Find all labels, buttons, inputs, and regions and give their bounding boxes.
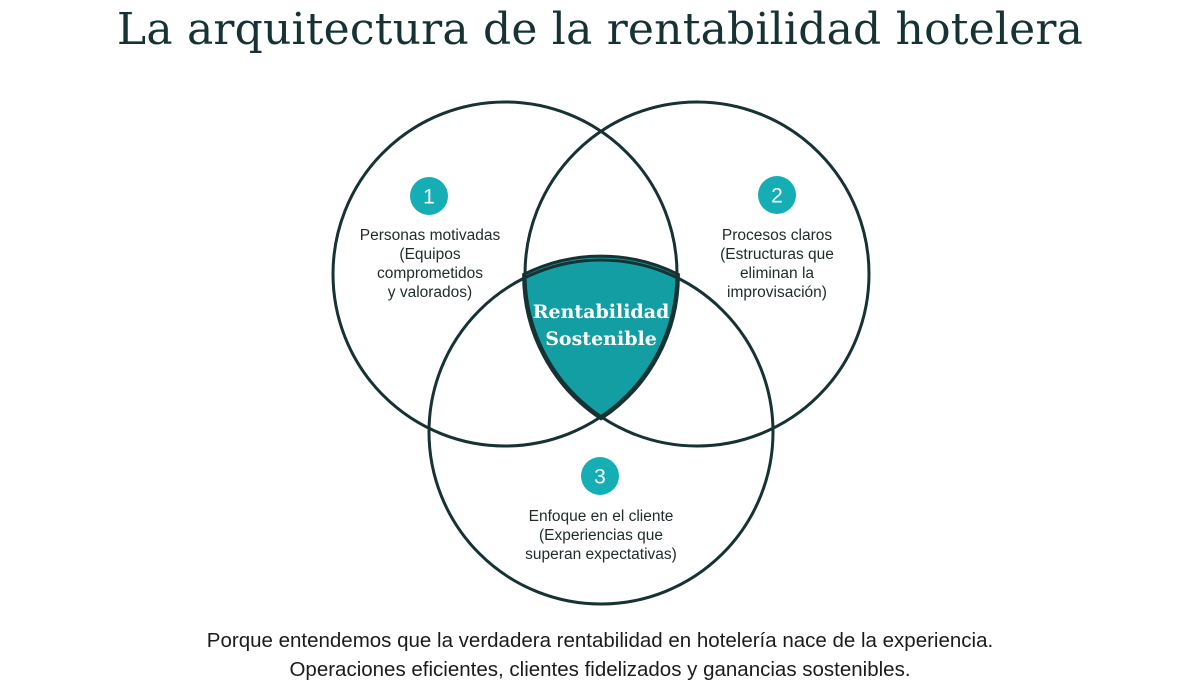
center-intersection-shape (522, 254, 680, 421)
circle-3-line-3: superan expectativas) (525, 546, 677, 563)
circle-cliente (427, 258, 775, 606)
circle-2-line-3: eliminan la (740, 265, 814, 282)
number-badge-3 (581, 457, 619, 495)
circle-procesos (523, 100, 871, 448)
circle-2-line-1: Procesos claros (722, 227, 833, 244)
circle-3-line-2: (Experiencias que (539, 527, 663, 544)
circle-1-line-4: y valorados) (388, 284, 472, 301)
number-badge-2 (758, 176, 796, 214)
center-label-line-1: Rentabilidad (533, 301, 670, 323)
footer-line-2: Operaciones eficientes, clientes fideliz… (289, 658, 911, 681)
center-label-line-2: Sostenible (545, 328, 657, 350)
number-badge-2-text: 2 (771, 185, 783, 208)
page-title: La arquitectura de la rentabilidad hotel… (116, 4, 1084, 55)
footer-line-1: Porque entendemos que la verdadera renta… (206, 629, 994, 652)
circle-1-line-3: comprometidos (377, 265, 483, 282)
circle-2-line-4: improvisación) (727, 284, 827, 301)
circle-3-line-1: Enfoque en el cliente (529, 508, 674, 525)
number-badge-3-text: 3 (594, 466, 606, 489)
circle-1-line-1: Personas motivadas (360, 227, 501, 244)
number-badge-1-text: 1 (423, 186, 435, 209)
circle-1-line-2: (Equipos (399, 246, 460, 263)
circle-2-line-2: (Estructuras que (720, 246, 834, 263)
number-badge-1 (410, 177, 448, 215)
footer-text: Porque entendemos que la verdadera renta… (0, 626, 1200, 684)
circle-personas (331, 100, 679, 448)
